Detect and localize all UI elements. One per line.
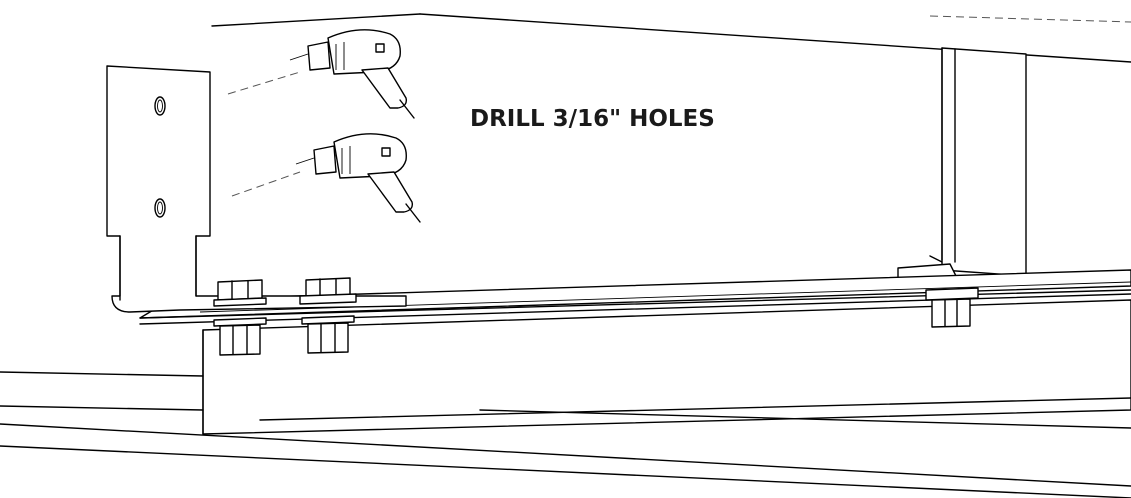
bolt-right	[925, 287, 979, 328]
drill-callout: DRILL 3/16" HOLES	[470, 106, 715, 132]
bolt-middle	[299, 277, 357, 354]
l-bracket	[106, 65, 407, 313]
drill-guide-line-top	[227, 71, 301, 95]
bracket-hole-top	[154, 96, 166, 116]
bracket-hole-bottom	[154, 198, 166, 218]
power-drill-icon	[289, 29, 415, 119]
bolt-left	[213, 279, 267, 356]
channel-post	[897, 47, 1027, 283]
drill-guide-line-bottom	[231, 171, 301, 197]
power-drill-icon	[295, 133, 421, 223]
lower-beam	[202, 299, 1131, 435]
floor-lines	[0, 371, 1131, 498]
